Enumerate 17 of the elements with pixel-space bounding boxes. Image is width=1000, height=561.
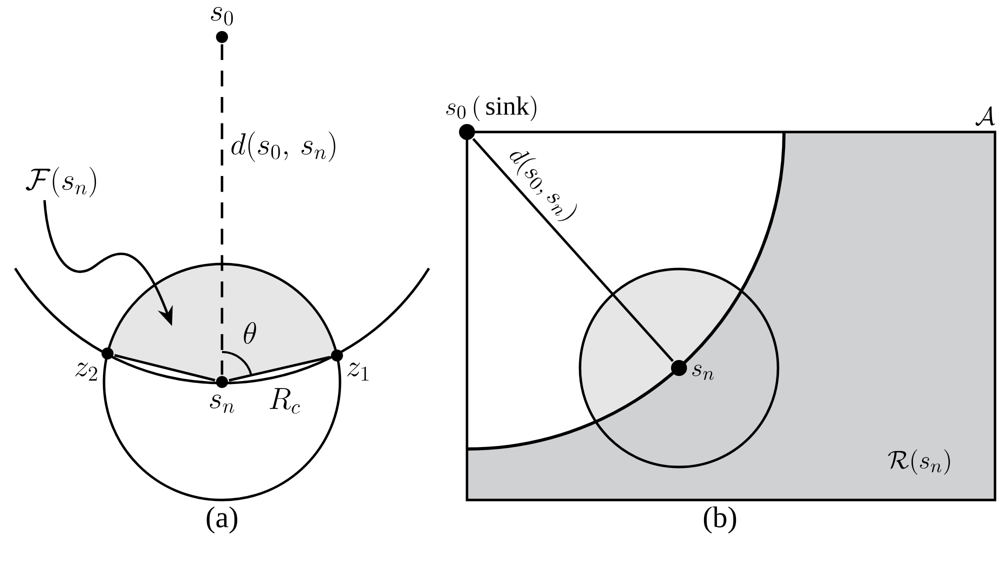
point-label: $s_n$ bbox=[210, 394, 234, 413]
point-label: $\mathcal{F}(s_n)$ bbox=[26, 166, 96, 198]
point-label: $z_2$ bbox=[75, 362, 98, 381]
caption: (a) bbox=[206, 506, 238, 534]
point-label: $s_n$ bbox=[692, 364, 714, 380]
edge-label: $R_c$ bbox=[270, 388, 300, 414]
symbol-label: $\mathcal{R}(s_n)$ bbox=[888, 449, 950, 475]
point-label: $s_0\,(\,\mathrm{sink})$ bbox=[446, 96, 536, 122]
symbol-label: $\mathcal{A}$ bbox=[976, 106, 996, 126]
dashed-line bbox=[220, 44, 224, 375]
edge-label: $d(s_0,\, s_n)$ bbox=[231, 132, 336, 162]
point-label: $z_1$ bbox=[347, 362, 368, 381]
symbol-label: $\theta$ bbox=[244, 322, 256, 344]
line bbox=[114, 354, 216, 382]
line bbox=[228, 356, 330, 382]
point-label: $s_0$ bbox=[210, 7, 233, 26]
caption: (b) bbox=[704, 506, 736, 534]
